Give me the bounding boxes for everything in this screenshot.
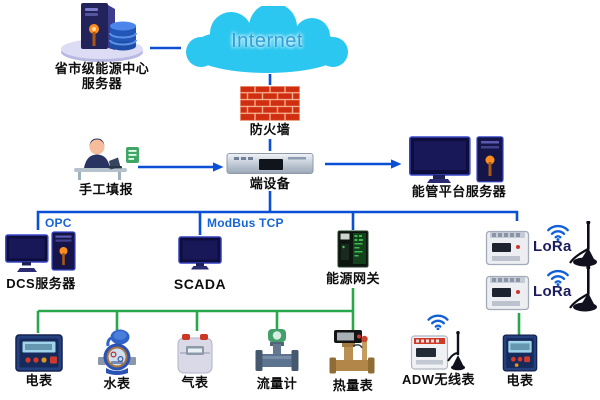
node-provincial-server: 省市级能源中心 服务器 xyxy=(40,2,164,92)
meter-label: 水表 xyxy=(103,376,131,391)
antenna-icon xyxy=(569,266,597,312)
gas-meter-icon xyxy=(177,334,213,374)
node-meter-electric-2: 电表 xyxy=(496,334,544,389)
water-meter-icon xyxy=(98,329,136,375)
provincial-server-label-line2: 服务器 xyxy=(81,75,123,91)
meter-label: ADW无线表 xyxy=(402,372,476,387)
scada-label: SCADA xyxy=(173,276,227,292)
arrowheads xyxy=(213,159,402,172)
wifi-icon xyxy=(547,224,569,241)
node-meter-adw: ADW无线表 xyxy=(402,312,476,388)
desktop-server-icon xyxy=(409,136,504,183)
node-end-device: 端设备 xyxy=(224,152,316,192)
energy-gateway-label: 能源网关 xyxy=(325,271,380,286)
node-lora-1: LoRa xyxy=(483,220,600,267)
manual-entry-label: 手工填报 xyxy=(78,182,133,197)
electric-meter-icon xyxy=(502,334,538,372)
node-meter-electric-1: 电表 xyxy=(10,334,68,389)
firewall-brick-icon xyxy=(240,86,300,121)
lora-din-module-icon xyxy=(485,275,530,311)
platform-server-label: 能管平台服务器 xyxy=(411,184,507,199)
protocol-label-opc: OPC xyxy=(45,216,72,230)
lora-label: LoRa xyxy=(533,283,572,300)
adw-wireless-meter-icon xyxy=(410,331,465,371)
node-firewall: 防火墙 xyxy=(235,86,305,138)
person-at-desk-icon xyxy=(74,138,139,180)
meter-label: 电表 xyxy=(25,373,53,388)
server-database-icon xyxy=(61,3,143,62)
node-meter-water: 水表 xyxy=(92,328,142,392)
node-lora-2: LoRa xyxy=(483,265,600,312)
firewall-label: 防火墙 xyxy=(249,122,291,137)
blue-connectors xyxy=(36,46,519,235)
flow-meter-icon xyxy=(255,329,299,371)
lora-din-module-icon xyxy=(485,230,530,266)
electric-meter-icon xyxy=(15,334,63,372)
wifi-icon xyxy=(427,314,449,330)
dcs-server-label: DCS服务器 xyxy=(6,276,76,291)
node-platform-server: 能管平台服务器 xyxy=(400,136,518,200)
node-meter-heat: 热量表 xyxy=(327,329,379,394)
node-meter-flow: 流量计 xyxy=(253,328,301,392)
internet-label: Internet xyxy=(231,29,303,52)
node-scada: SCADA xyxy=(170,236,230,292)
scada-monitor-icon xyxy=(178,236,222,270)
meter-label: 热量表 xyxy=(332,378,374,393)
provincial-server-label-line1: 省市级能源中心 xyxy=(54,61,150,76)
gateway-cabinet-icon xyxy=(337,230,369,268)
meter-label: 气表 xyxy=(181,375,209,390)
wifi-icon xyxy=(547,269,569,286)
node-dcs-server: DCS服务器 xyxy=(2,231,80,292)
antenna-icon xyxy=(569,221,597,267)
rack-device-icon xyxy=(226,153,314,174)
node-manual-entry: 手工填报 xyxy=(62,135,150,198)
green-connectors xyxy=(36,288,521,335)
node-internet: Internet xyxy=(183,6,351,76)
meter-label: 电表 xyxy=(506,373,534,388)
end-device-label: 端设备 xyxy=(249,176,291,191)
dcs-computer-icon xyxy=(5,231,76,272)
heat-meter-icon xyxy=(329,330,375,374)
protocol-label-modbus-tcp: ModBus TCP xyxy=(207,216,284,230)
node-energy-gateway: 能源网关 xyxy=(318,230,388,287)
meter-label: 流量计 xyxy=(256,376,298,391)
node-meter-gas: 气表 xyxy=(171,332,219,391)
lora-label: LoRa xyxy=(533,238,572,255)
cloud-icon xyxy=(186,6,348,73)
